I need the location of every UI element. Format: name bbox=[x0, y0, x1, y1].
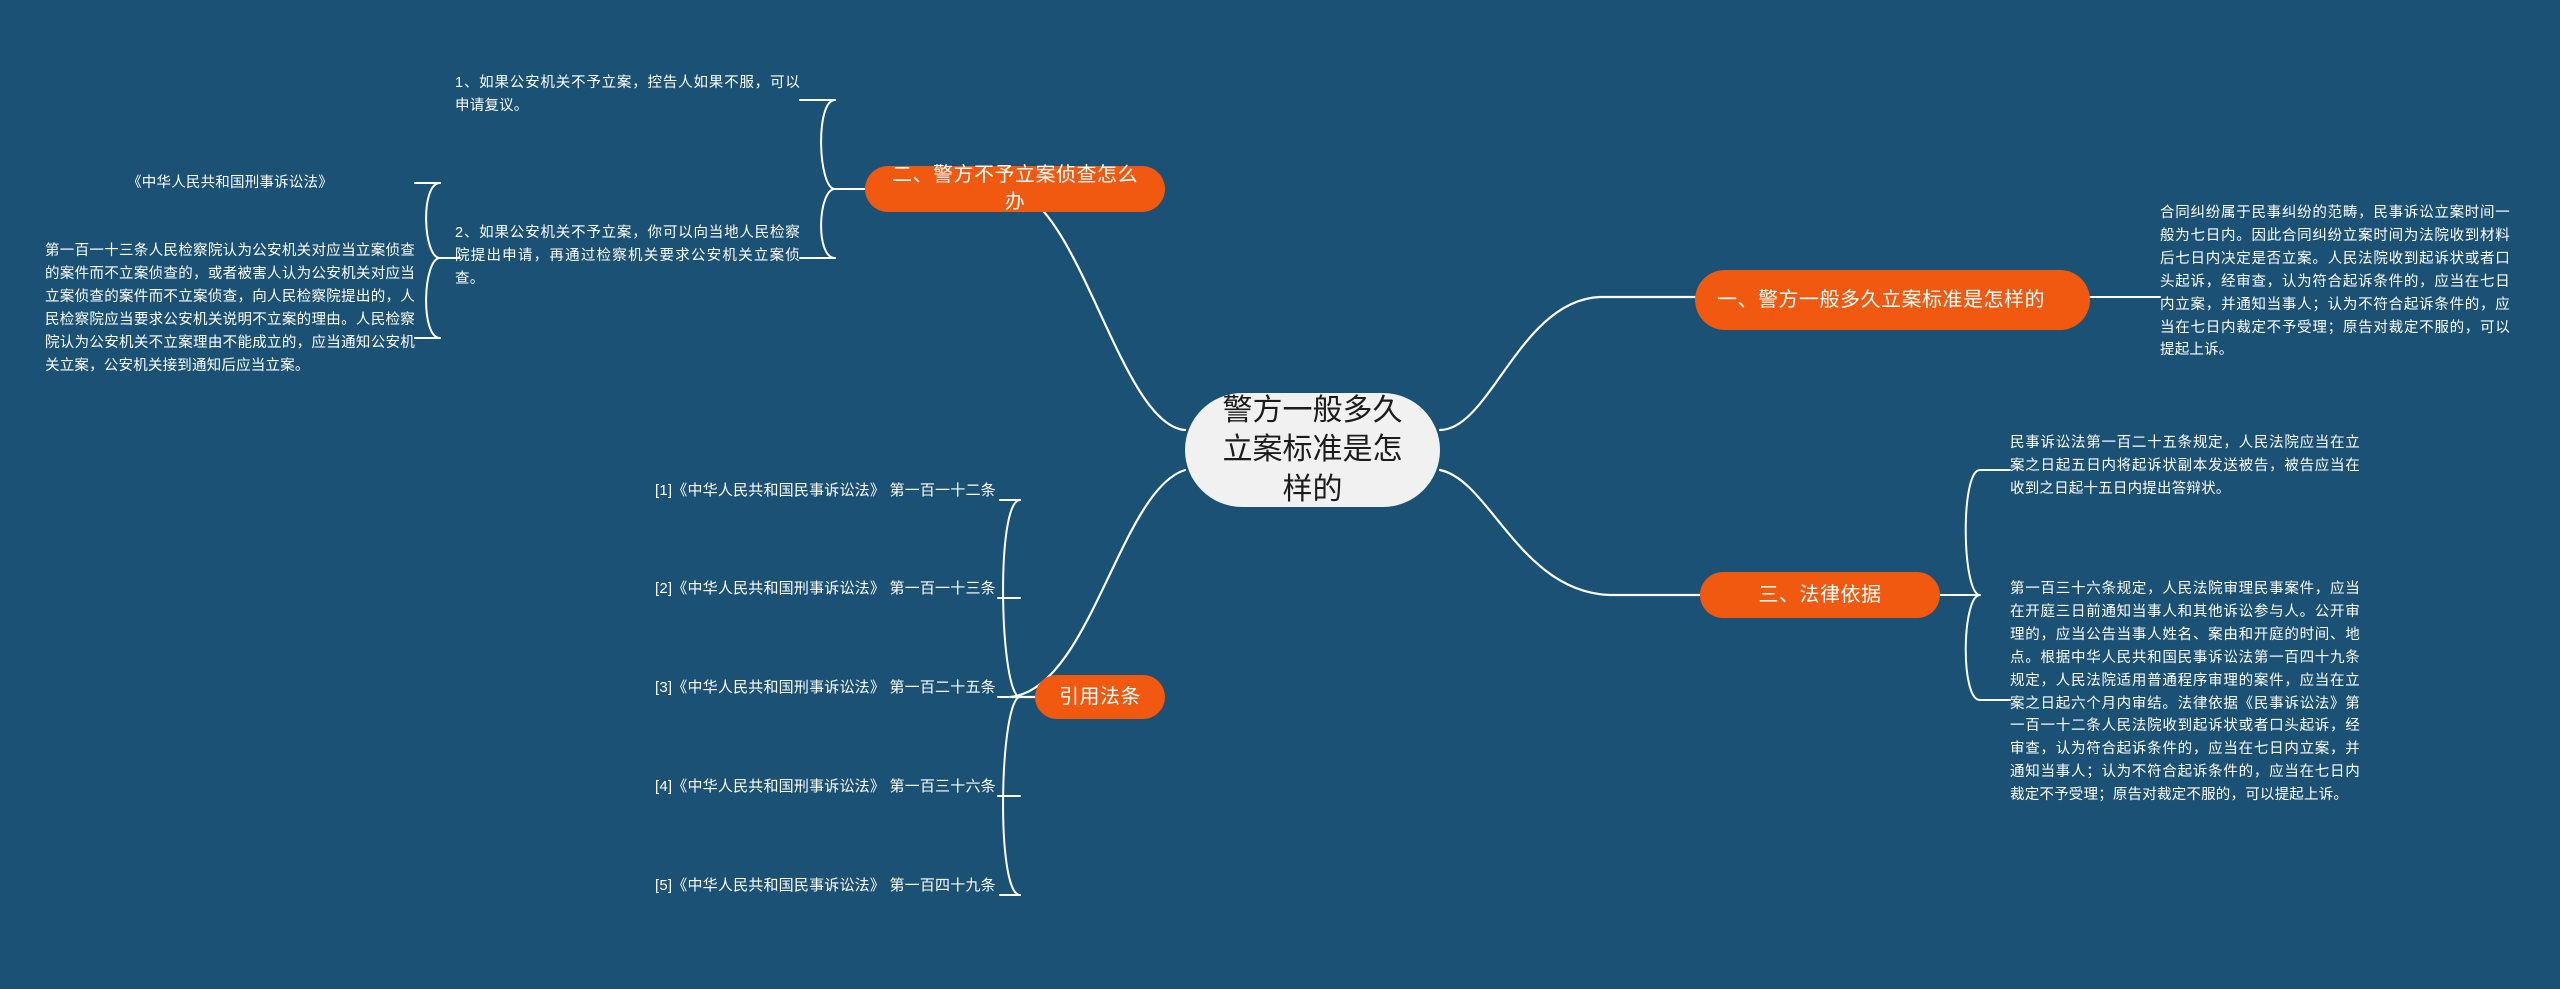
root-node-label: 警方一般多久立案标准是怎样的 bbox=[1222, 393, 1403, 506]
connector-law-bracket bbox=[425, 182, 441, 339]
citation-item-1-value: [1]《中华人民共和国民事诉讼法》 第一百一十二条 bbox=[655, 482, 996, 499]
topic-three-detail-two-value: 第一百三十六条规定，人民法院审理民事案件，应当在开庭三日前通知当事人和其他诉讼参… bbox=[2010, 581, 2360, 804]
branch-node-topic-three[interactable]: 三、法律依据 bbox=[1700, 572, 1940, 618]
topic-two-point-two-value: 2、如果公安机关不予立案，你可以向当地人民检察院提出申请，再通过检察机关要求公安… bbox=[455, 225, 800, 287]
topic-three-detail-one-value: 民事诉讼法第一百二十五条规定，人民法院应当在立案之日起五日内将起诉状副本发送被告… bbox=[2010, 435, 2360, 497]
citation-item-2[interactable]: [2]《中华人民共和国刑事诉讼法》 第一百一十三条 bbox=[655, 578, 1000, 601]
topic-two-point-one-text: 1、如果公安机关不予立案，控告人如果不服，可以申请复议。 bbox=[455, 72, 800, 118]
criminal-procedure-law-title-value: 《中华人民共和国刑事诉讼法》 bbox=[127, 175, 333, 191]
branch-node-citations-label: 引用法条 bbox=[1059, 685, 1141, 708]
root-node[interactable]: 警方一般多久立案标准是怎样的 bbox=[1185, 393, 1440, 507]
branch-node-topic-two-label: 二、警方不予立案侦查怎么办 bbox=[892, 164, 1138, 213]
connector-topic-two-bracket bbox=[820, 99, 836, 259]
connector-root-to-topic-one bbox=[1438, 295, 1697, 432]
topic-two-point-two-text: 2、如果公安机关不予立案，你可以向当地人民检察院提出申请，再通过检察机关要求公安… bbox=[455, 222, 800, 291]
connector-citations-bracket bbox=[1002, 499, 1021, 896]
connector-root-to-topic-three bbox=[1438, 468, 1702, 597]
citation-item-4-value: [4]《中华人民共和国刑事诉讼法》 第一百三十六条 bbox=[655, 778, 996, 795]
branch-node-citations[interactable]: 引用法条 bbox=[1035, 675, 1165, 719]
criminal-procedure-law-title: 《中华人民共和国刑事诉讼法》 bbox=[45, 172, 415, 195]
branch-node-topic-two[interactable]: 二、警方不予立案侦查怎么办 bbox=[865, 164, 1165, 213]
topic-three-detail-one-text: 民事诉讼法第一百二十五条规定，人民法院应当在立案之日起五日内将起诉状副本发送被告… bbox=[2010, 432, 2360, 501]
citation-item-4[interactable]: [4]《中华人民共和国刑事诉讼法》 第一百三十六条 bbox=[655, 776, 1000, 799]
criminal-procedure-law-body-value: 第一百一十三条人民检察院认为公安机关对应当立案侦查的案件而不立案侦查的，或者被害… bbox=[45, 243, 415, 374]
connector-root-to-citations bbox=[1009, 468, 1187, 699]
criminal-procedure-law-body: 第一百一十三条人民检察院认为公安机关对应当立案侦查的案件而不立案侦查的，或者被害… bbox=[45, 240, 415, 377]
connector-topic-three-bracket bbox=[1964, 469, 1981, 701]
citation-item-5[interactable]: [5]《中华人民共和国民事诉讼法》 第一百四十九条 bbox=[655, 875, 1000, 898]
citation-item-3[interactable]: [3]《中华人民共和国刑事诉讼法》 第一百二十五条 bbox=[655, 677, 1000, 700]
citation-item-1[interactable]: [1]《中华人民共和国民事诉讼法》 第一百一十二条 bbox=[655, 480, 1000, 503]
topic-three-detail-two-text: 第一百三十六条规定，人民法院审理民事案件，应当在开庭三日前通知当事人和其他诉讼参… bbox=[2010, 578, 2360, 807]
topic-one-detail-text: 合同纠纷属于民事纠纷的范畴，民事诉讼立案时间一般为七日内。因此合同纠纷立案时间为… bbox=[2160, 202, 2510, 362]
branch-node-topic-one-label: 一、警方一般多久立案标准是怎样的 bbox=[1717, 288, 2045, 311]
citation-item-2-value: [2]《中华人民共和国刑事诉讼法》 第一百一十三条 bbox=[655, 580, 996, 597]
citation-item-3-value: [3]《中华人民共和国刑事诉讼法》 第一百二十五条 bbox=[655, 679, 996, 696]
branch-node-topic-one[interactable]: 一、警方一般多久立案标准是怎样的 bbox=[1695, 270, 2090, 330]
topic-two-point-one-value: 1、如果公安机关不予立案，控告人如果不服，可以申请复议。 bbox=[455, 75, 800, 114]
branch-node-topic-three-label: 三、法律依据 bbox=[1758, 583, 1882, 606]
topic-one-detail-value: 合同纠纷属于民事纠纷的范畴，民事诉讼立案时间一般为七日内。因此合同纠纷立案时间为… bbox=[2160, 205, 2510, 359]
citation-item-5-value: [5]《中华人民共和国民事诉讼法》 第一百四十九条 bbox=[655, 877, 996, 894]
connector-root-to-topic-two bbox=[933, 187, 1187, 432]
